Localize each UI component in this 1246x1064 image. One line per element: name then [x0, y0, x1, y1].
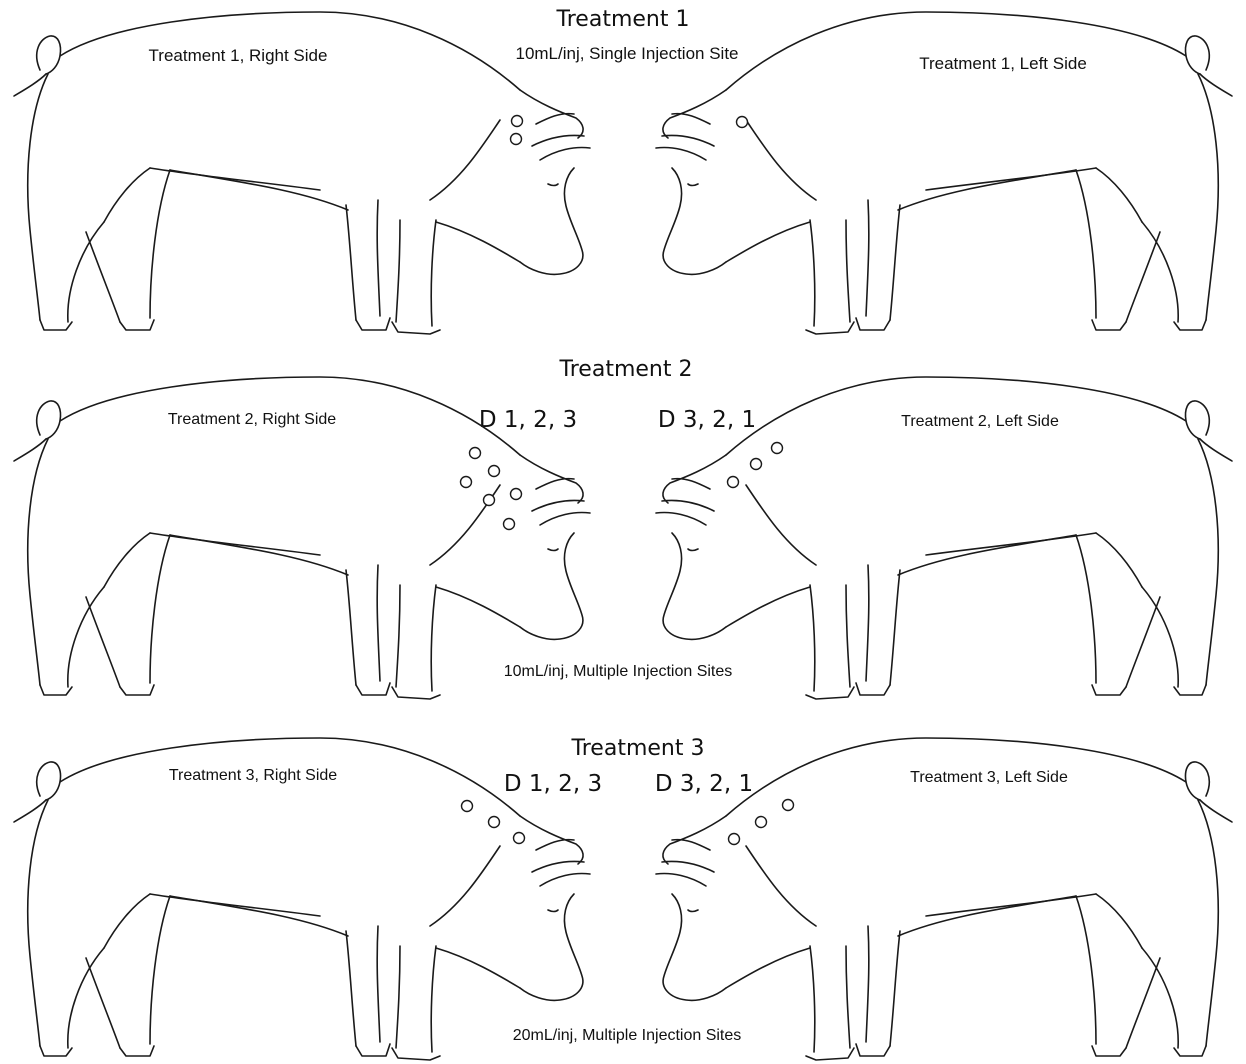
injection-site [512, 116, 523, 127]
injection-site [772, 443, 783, 454]
treatment-3-dose-note: 20mL/inj, Multiple Injection Sites [513, 1027, 742, 1044]
injection-sites-t2-right-side [461, 448, 522, 530]
injection-sites-t3-right-side [462, 801, 525, 844]
injection-site [461, 477, 472, 488]
injection-site [511, 134, 522, 145]
treatment-3-title: Treatment 3 [571, 736, 705, 761]
injection-site [462, 801, 473, 812]
treatment-1-right-side-label: Treatment 1, Right Side [149, 46, 328, 65]
injection-site [484, 495, 495, 506]
injection-site [511, 489, 522, 500]
treatment-2-left-side-label: Treatment 2, Left Side [901, 413, 1059, 430]
treatment-2-right-order-label: D 1, 2, 3 [479, 407, 577, 433]
injection-site [489, 817, 500, 828]
treatment-3-right-order-label: D 1, 2, 3 [504, 771, 602, 797]
treatment-1-title: Treatment 1 [556, 7, 690, 32]
injection-site [504, 519, 515, 530]
treatment-2-dose-note: 10mL/inj, Multiple Injection Sites [504, 663, 733, 680]
injection-sites-t1-left-side [737, 117, 748, 128]
injection-sites-t2-left-side [728, 443, 783, 488]
injection-site [751, 459, 762, 470]
injection-site [470, 448, 481, 459]
treatment-2-right-side-label: Treatment 2, Right Side [168, 411, 336, 428]
injection-site [737, 117, 748, 128]
treatment-2-title: Treatment 2 [559, 357, 693, 382]
treatment-1-left-side-label: Treatment 1, Left Side [919, 54, 1087, 73]
treatment-3-left-side-label: Treatment 3, Left Side [910, 769, 1068, 786]
injection-site [783, 800, 794, 811]
injection-site [514, 833, 525, 844]
injection-sites-t1-right-side [511, 116, 523, 145]
treatment-3-right-side-label: Treatment 3, Right Side [169, 767, 337, 784]
treatment-3-left-order-label: D 3, 2, 1 [655, 771, 753, 797]
injection-site [728, 477, 739, 488]
injection-site [489, 466, 500, 477]
injection-site [756, 817, 767, 828]
treatment-2-left-order-label: D 3, 2, 1 [658, 407, 756, 433]
injection-site [729, 834, 740, 845]
treatment-1-dose-note: 10mL/inj, Single Injection Site [515, 44, 738, 63]
